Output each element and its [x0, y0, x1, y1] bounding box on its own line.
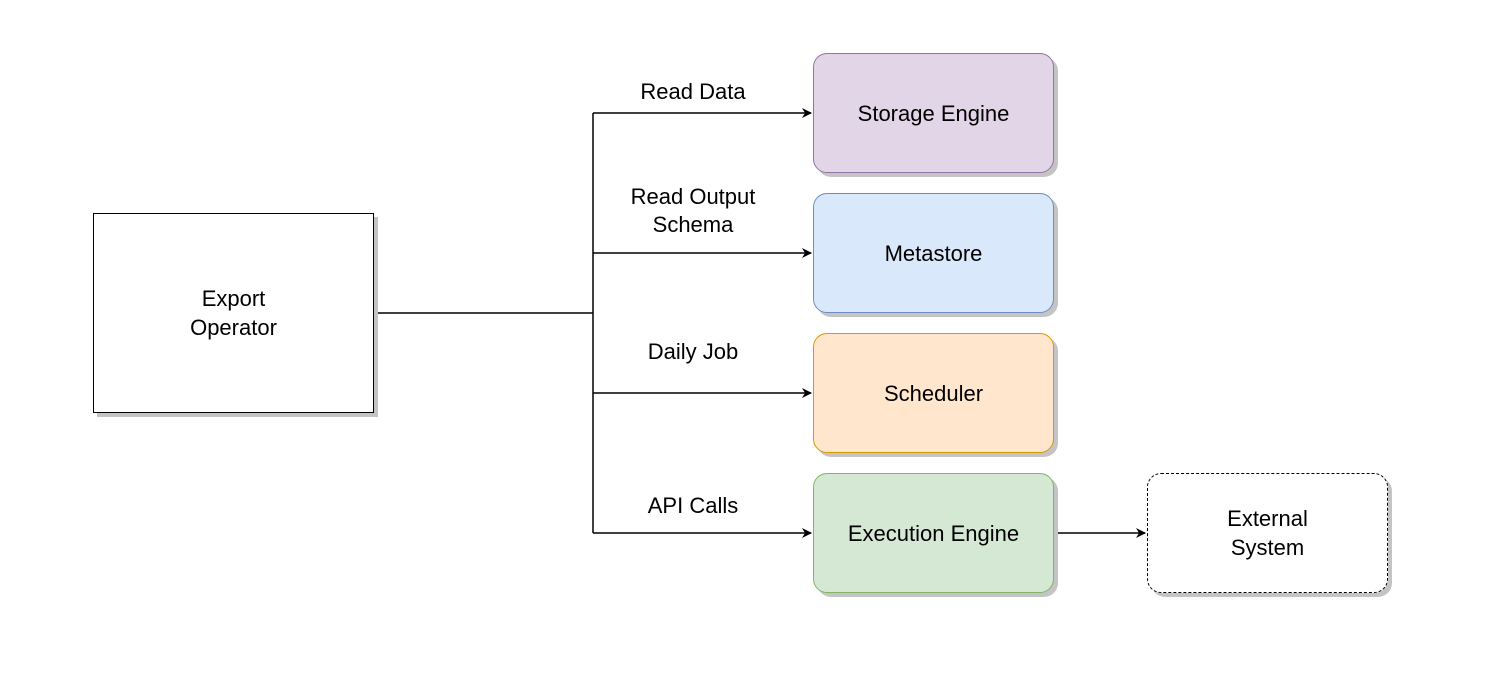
edge-label-read-output-schema: Read Output Schema: [630, 184, 756, 237]
edge-label-api-calls: API Calls: [647, 493, 739, 518]
scheduler-label: Scheduler: [883, 380, 984, 406]
export-operator-node[interactable]: Export Operator: [93, 213, 374, 413]
connector-export-trunk: [374, 113, 594, 533]
export-operator-label: Export Operator: [190, 286, 277, 340]
external-system-label: External System: [1227, 506, 1308, 560]
edge-label-read-data: Read Data: [640, 79, 746, 104]
external-system-node[interactable]: External System: [1147, 473, 1388, 593]
metastore-node[interactable]: Metastore: [813, 193, 1054, 313]
storage-engine-node[interactable]: Storage Engine: [813, 53, 1054, 173]
metastore-label: Metastore: [884, 240, 983, 266]
storage-engine-label: Storage Engine: [857, 100, 1010, 126]
execution-engine-label: Execution Engine: [847, 520, 1020, 546]
scheduler-node[interactable]: Scheduler: [813, 333, 1054, 453]
execution-engine-node[interactable]: Execution Engine: [813, 473, 1054, 593]
edge-label-daily-job: Daily Job: [647, 339, 739, 364]
